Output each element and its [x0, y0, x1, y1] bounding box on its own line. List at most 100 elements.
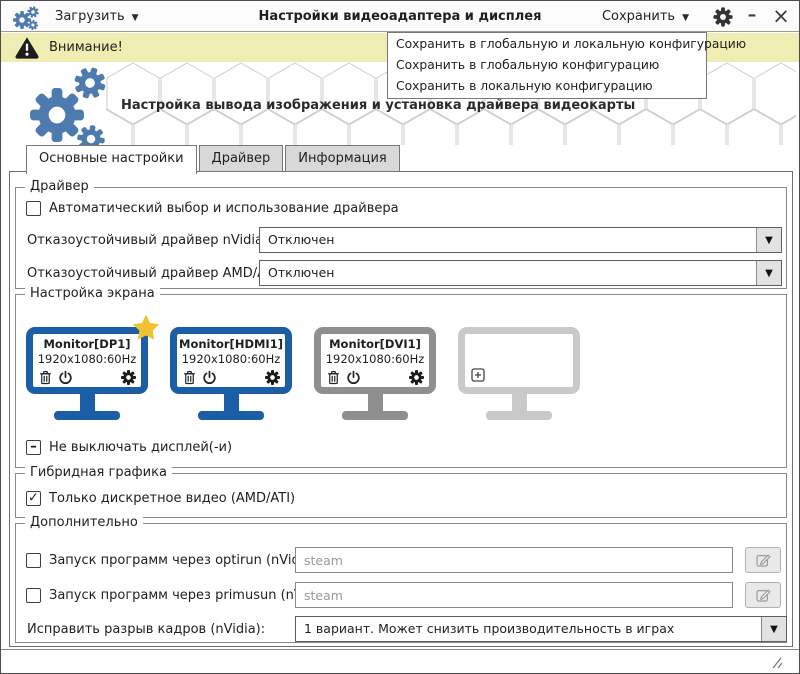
- monitor-name: Monitor[DVI1]: [329, 337, 421, 351]
- primusun-checkbox[interactable]: [26, 588, 41, 603]
- tearfix-value: 1 вариант. Может снизить производительно…: [304, 621, 675, 636]
- chevron-down-icon: ▼: [682, 12, 689, 23]
- resize-grip[interactable]: [769, 655, 785, 671]
- monitor-name: Monitor[DP1]: [43, 337, 131, 351]
- monitor-name: Monitor[HDMI1]: [179, 337, 283, 351]
- discrete-only-label: Только дискретное видео (AMD/ATI): [49, 491, 296, 506]
- monitor-settings-gear-icon[interactable]: [121, 370, 136, 385]
- load-menu-button[interactable]: Загрузить ▼: [51, 1, 143, 32]
- delete-monitor-icon[interactable]: [38, 370, 53, 385]
- monitor-card-hdmi1[interactable]: Monitor[HDMI1] 1920x1080:60Hz: [170, 319, 292, 420]
- screen-group-legend: Настройка экрана: [25, 286, 160, 301]
- titlebar: Загрузить ▼ Настройки видеоадаптера и ди…: [1, 1, 799, 32]
- monitor-list: Monitor[DP1] 1920x1080:60Hz Monitor[HDMI…: [26, 314, 580, 420]
- monitor-base: [198, 411, 264, 420]
- check-icon: ✓: [28, 490, 39, 506]
- hybrid-group-legend: Гибридная графика: [25, 465, 172, 480]
- optirun-edit-button[interactable]: [745, 547, 781, 573]
- tearfix-label: Исправить разрыв кадров (nVidia):: [27, 622, 266, 637]
- monitor-screen: Monitor[DP1] 1920x1080:60Hz: [26, 327, 148, 394]
- monitor-resolution: 1920x1080:60Hz: [37, 352, 137, 366]
- extra-group: Дополнительно Запуск программ через opti…: [15, 515, 787, 643]
- dropdown-arrow-icon: ▼: [765, 234, 773, 246]
- load-menu-label: Загрузить: [55, 9, 125, 24]
- screen-group: Настройка экрана Monitor[DP1] 1920x1080:…: [15, 286, 787, 468]
- monitor-resolution: 1920x1080:60Hz: [325, 352, 425, 366]
- app-logo-large-icon: [30, 63, 110, 155]
- monitor-base: [342, 411, 408, 420]
- monitor-screen: [458, 327, 580, 394]
- monitor-card-dp1[interactable]: Monitor[DP1] 1920x1080:60Hz: [26, 314, 160, 420]
- power-monitor-icon[interactable]: [202, 370, 217, 385]
- monitor-stand: [511, 394, 527, 411]
- monitor-card-dvi1[interactable]: Monitor[DVI1] 1920x1080:60Hz: [314, 319, 436, 420]
- monitor-settings-gear-icon[interactable]: [409, 370, 424, 385]
- discrete-only-checkbox[interactable]: ✓: [26, 491, 41, 506]
- chevron-down-icon: ▼: [131, 12, 139, 23]
- monitor-card-empty[interactable]: [458, 319, 580, 420]
- edit-pencil-icon: [756, 554, 771, 567]
- combo-arrow-button[interactable]: ▼: [756, 261, 781, 285]
- status-bar: [1, 649, 799, 673]
- optirun-label: Запуск программ через optirun (nVidia):: [49, 553, 321, 568]
- hybrid-group: Гибридная графика ✓ Только дискретное ви…: [15, 465, 787, 518]
- keep-display-on-checkbox[interactable]: –: [26, 440, 41, 455]
- power-monitor-icon[interactable]: [58, 370, 73, 385]
- optirun-checkbox[interactable]: [26, 553, 41, 568]
- tearfix-combobox[interactable]: 1 вариант. Может снизить производительно…: [295, 616, 787, 642]
- monitor-screen: Monitor[DVI1] 1920x1080:60Hz: [314, 327, 436, 394]
- save-menu-button[interactable]: Сохранить ▼: [598, 1, 693, 32]
- primary-star-icon: [132, 314, 160, 340]
- edit-pencil-icon: [756, 589, 771, 602]
- save-menu-item-local[interactable]: Сохранить в локальную конфигурацию: [396, 79, 653, 93]
- app-logo-icon: [12, 4, 41, 31]
- monitor-settings-gear-icon[interactable]: [265, 370, 280, 385]
- monitor-base: [486, 411, 552, 420]
- add-monitor-icon[interactable]: [471, 368, 485, 382]
- save-menu-item-global-local[interactable]: Сохранить в глобальную и локальную конфи…: [396, 37, 747, 51]
- optirun-command-input[interactable]: [295, 547, 733, 573]
- warning-triangle-icon: [15, 37, 39, 59]
- keep-display-on-label: Не выключать дисплей(-и): [49, 440, 233, 455]
- delete-monitor-icon[interactable]: [182, 370, 197, 385]
- save-menu-label: Сохранить: [601, 9, 676, 24]
- driver-group: Драйвер Автоматический выбор и использов…: [15, 179, 787, 289]
- dropdown-arrow-icon: ▼: [770, 623, 778, 635]
- tab-bar: Основные настройки Драйвер Информация: [26, 145, 402, 174]
- auto-driver-label: Автоматический выбор и использование дра…: [49, 201, 399, 216]
- indeterminate-icon: –: [30, 439, 37, 455]
- minimize-button[interactable]: –: [747, 5, 757, 25]
- tab-information[interactable]: Информация: [285, 145, 400, 172]
- monitor-base: [54, 411, 120, 420]
- app-subtitle: Настройка вывода изображения и установка…: [121, 98, 636, 113]
- amd-failsafe-value: Отключен: [268, 265, 335, 280]
- nvidia-failsafe-label: Отказоустойчивый драйвер nVidia:: [27, 233, 268, 248]
- tab-driver[interactable]: Драйвер: [198, 145, 284, 172]
- combo-arrow-button[interactable]: ▼: [756, 228, 781, 252]
- primusun-command-input[interactable]: [295, 582, 733, 608]
- amd-failsafe-label: Отказоустойчивый драйвер AMD/ATI:: [27, 266, 282, 281]
- amd-failsafe-combobox[interactable]: Отключен ▼: [259, 260, 782, 286]
- dropdown-arrow-icon: ▼: [765, 267, 773, 279]
- close-button[interactable]: ×: [772, 4, 790, 28]
- monitor-screen: Monitor[HDMI1] 1920x1080:60Hz: [170, 327, 292, 394]
- power-monitor-icon[interactable]: [346, 370, 361, 385]
- primusun-edit-button[interactable]: [745, 582, 781, 608]
- auto-driver-checkbox[interactable]: [26, 201, 41, 216]
- delete-monitor-icon[interactable]: [326, 370, 341, 385]
- driver-group-legend: Драйвер: [25, 179, 94, 194]
- nvidia-failsafe-value: Отключен: [268, 232, 335, 247]
- combo-arrow-button[interactable]: ▼: [761, 617, 786, 641]
- tab-content-frame: Драйвер Автоматический выбор и использов…: [9, 171, 793, 647]
- monitor-stand: [367, 394, 383, 411]
- tab-main-settings[interactable]: Основные настройки: [26, 145, 197, 174]
- settings-gear-button[interactable]: [713, 7, 733, 27]
- primusun-label: Запуск программ через primusun (nVidia):: [49, 588, 336, 603]
- nvidia-failsafe-combobox[interactable]: Отключен ▼: [259, 227, 782, 253]
- save-menu-item-global[interactable]: Сохранить в глобальную конфигурацию: [396, 58, 660, 72]
- save-dropdown-menu: Сохранить в глобальную и локальную конфи…: [387, 32, 747, 99]
- monitor-stand: [223, 394, 239, 411]
- extra-group-legend: Дополнительно: [25, 515, 143, 530]
- warning-text: Внимание!: [49, 40, 123, 55]
